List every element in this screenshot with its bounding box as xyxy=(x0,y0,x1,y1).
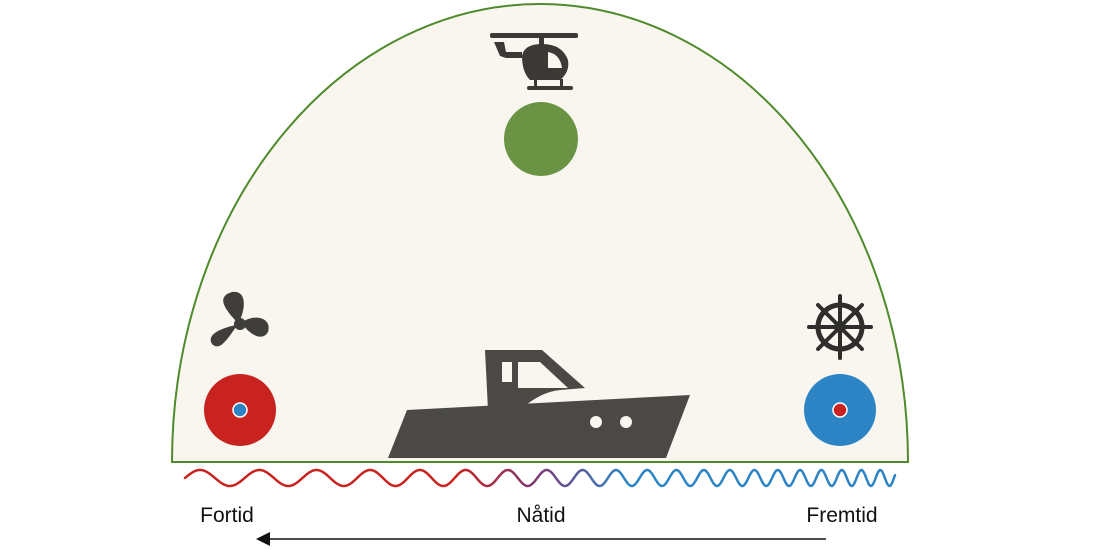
helicopter-window xyxy=(548,52,562,68)
wave-line xyxy=(183,468,897,488)
red-dot-center xyxy=(232,402,248,418)
boat-porthole xyxy=(590,416,602,428)
propeller-icon xyxy=(210,291,269,347)
dome xyxy=(170,3,910,463)
blue-dot-center xyxy=(832,402,848,418)
helicopter-icon xyxy=(490,33,578,90)
boat-windshield xyxy=(518,362,568,388)
green-dot xyxy=(504,102,578,176)
boat-porthole xyxy=(620,416,632,428)
ship-wheel-icon xyxy=(807,294,873,360)
label-past: Fortid xyxy=(200,504,254,527)
boat-side-window xyxy=(502,362,512,382)
time-arrow-head xyxy=(256,532,270,546)
label-future: Fremtid xyxy=(806,504,878,527)
label-present: Nåtid xyxy=(516,504,566,527)
